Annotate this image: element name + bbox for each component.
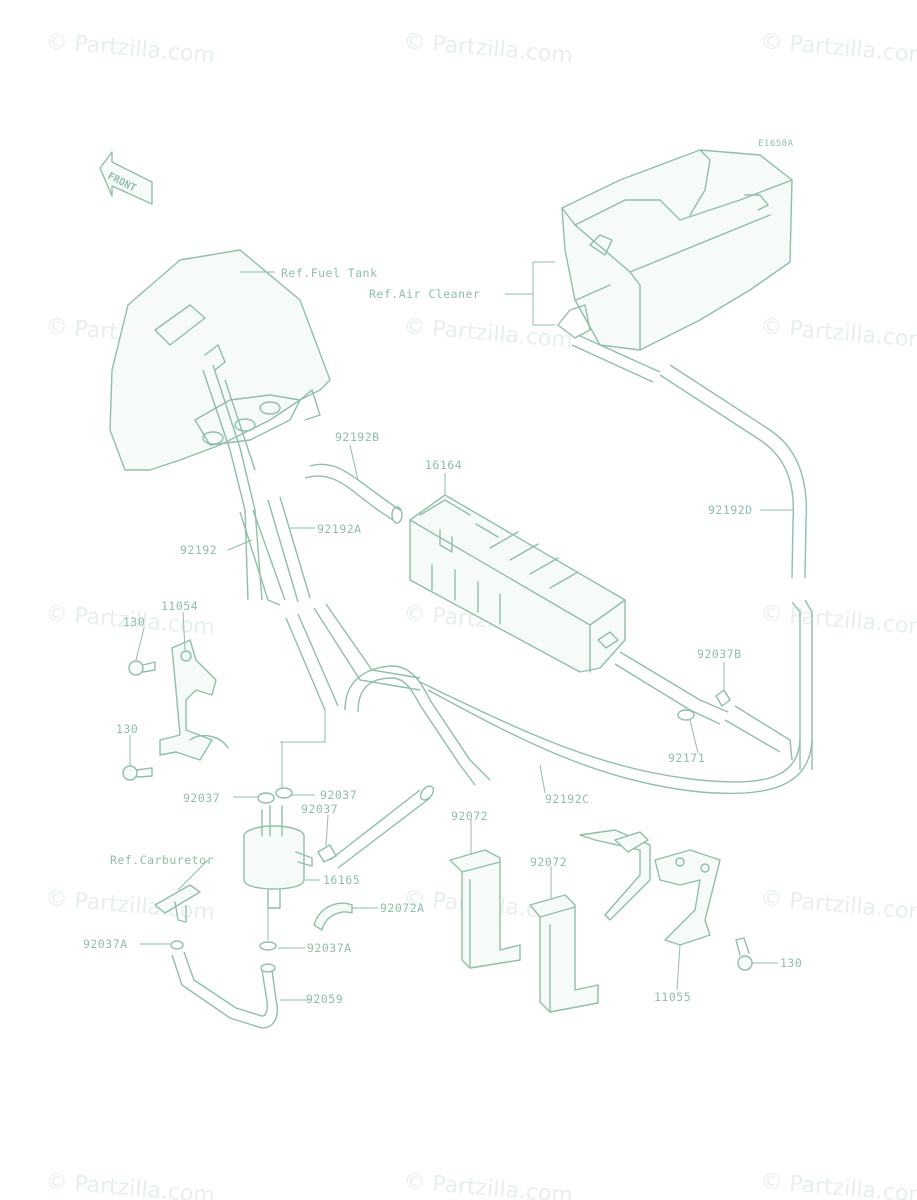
hose-strap [313, 902, 353, 931]
part-label-92037A-left: 92037A [83, 937, 128, 951]
part-label-92192C: 92192C [545, 792, 590, 806]
part-label-16164: 16164 [425, 458, 462, 472]
watermark: © Partzilla.com [759, 1169, 917, 1200]
strap-92072-a [449, 849, 521, 969]
fuel-tank [109, 249, 331, 471]
part-label-92059: 92059 [306, 992, 343, 1006]
ref-code-label: E1650A [758, 139, 794, 149]
part-label-92171: 92171 [668, 751, 705, 765]
part-label-16165: 16165 [323, 873, 360, 887]
part-label-92192A: 92192A [317, 522, 362, 536]
part-label-130-mid: 130 [116, 722, 138, 736]
part-label-130-top: 130 [123, 615, 145, 629]
bolt-130-mid [122, 765, 153, 781]
part-label-92192D: 92192D [708, 503, 753, 517]
bolt-130-top [128, 660, 156, 676]
watermark: © Partzilla.com [402, 1169, 573, 1200]
part-label-11054: 11054 [161, 599, 198, 613]
watermark: © Partzilla.com [44, 29, 215, 69]
part-label-92072-b: 92072 [530, 855, 567, 869]
part-label-130-right: 130 [780, 956, 802, 970]
part-label-92072-a: 92072 [451, 809, 488, 823]
hoses [202, 364, 813, 869]
hose-clamp [317, 844, 337, 863]
part-label-92037A-right: 92037A [307, 941, 352, 955]
watermark: © Partzilla.com [402, 314, 573, 354]
part-labels: Ref.Fuel Tank Ref.Air Cleaner Ref.Carbur… [83, 266, 802, 1006]
charcoal-canister [409, 494, 626, 673]
part-label-92037-right: 92037 [320, 788, 357, 802]
watermark: © Partzilla.com [759, 29, 917, 69]
bolt-130-right [735, 937, 753, 971]
watermark: © Partzilla.com [44, 1169, 215, 1200]
air-cleaner-housing [557, 149, 793, 351]
bottom-hose [171, 941, 279, 1029]
ref-air-cleaner-label: Ref.Air Cleaner [369, 287, 480, 301]
watermark: © Partzilla.com [759, 314, 917, 354]
clamp-92037B [715, 689, 731, 707]
watermark: © Partzilla.com [759, 601, 917, 641]
leader-lines [129, 261, 794, 1001]
clip-92171 [677, 709, 695, 721]
part-label-92192B: 92192B [335, 430, 380, 444]
front-arrow-icon: FRONT [99, 151, 153, 205]
part-label-11055: 11055 [654, 990, 691, 1004]
part-label-92037-lower: 92037 [301, 802, 338, 816]
ref-fuel-tank-label: Ref.Fuel Tank [281, 266, 378, 280]
bracket-11054 [159, 639, 229, 761]
watermark: © Partzilla.com [402, 29, 573, 69]
part-label-92037-left: 92037 [183, 791, 220, 805]
part-label-92192: 92192 [180, 543, 217, 557]
part-label-92072A: 92072A [380, 901, 425, 915]
part-label-92037B: 92037B [697, 647, 742, 661]
ref-carburetor-label: Ref.Carburetor [110, 853, 214, 867]
bracket-11055 [579, 829, 721, 946]
strap-92072-b [529, 894, 599, 1013]
watermark: © Partzilla.com [759, 886, 917, 926]
carburetor-fitting [154, 884, 201, 950]
fuel-filter [243, 787, 313, 909]
